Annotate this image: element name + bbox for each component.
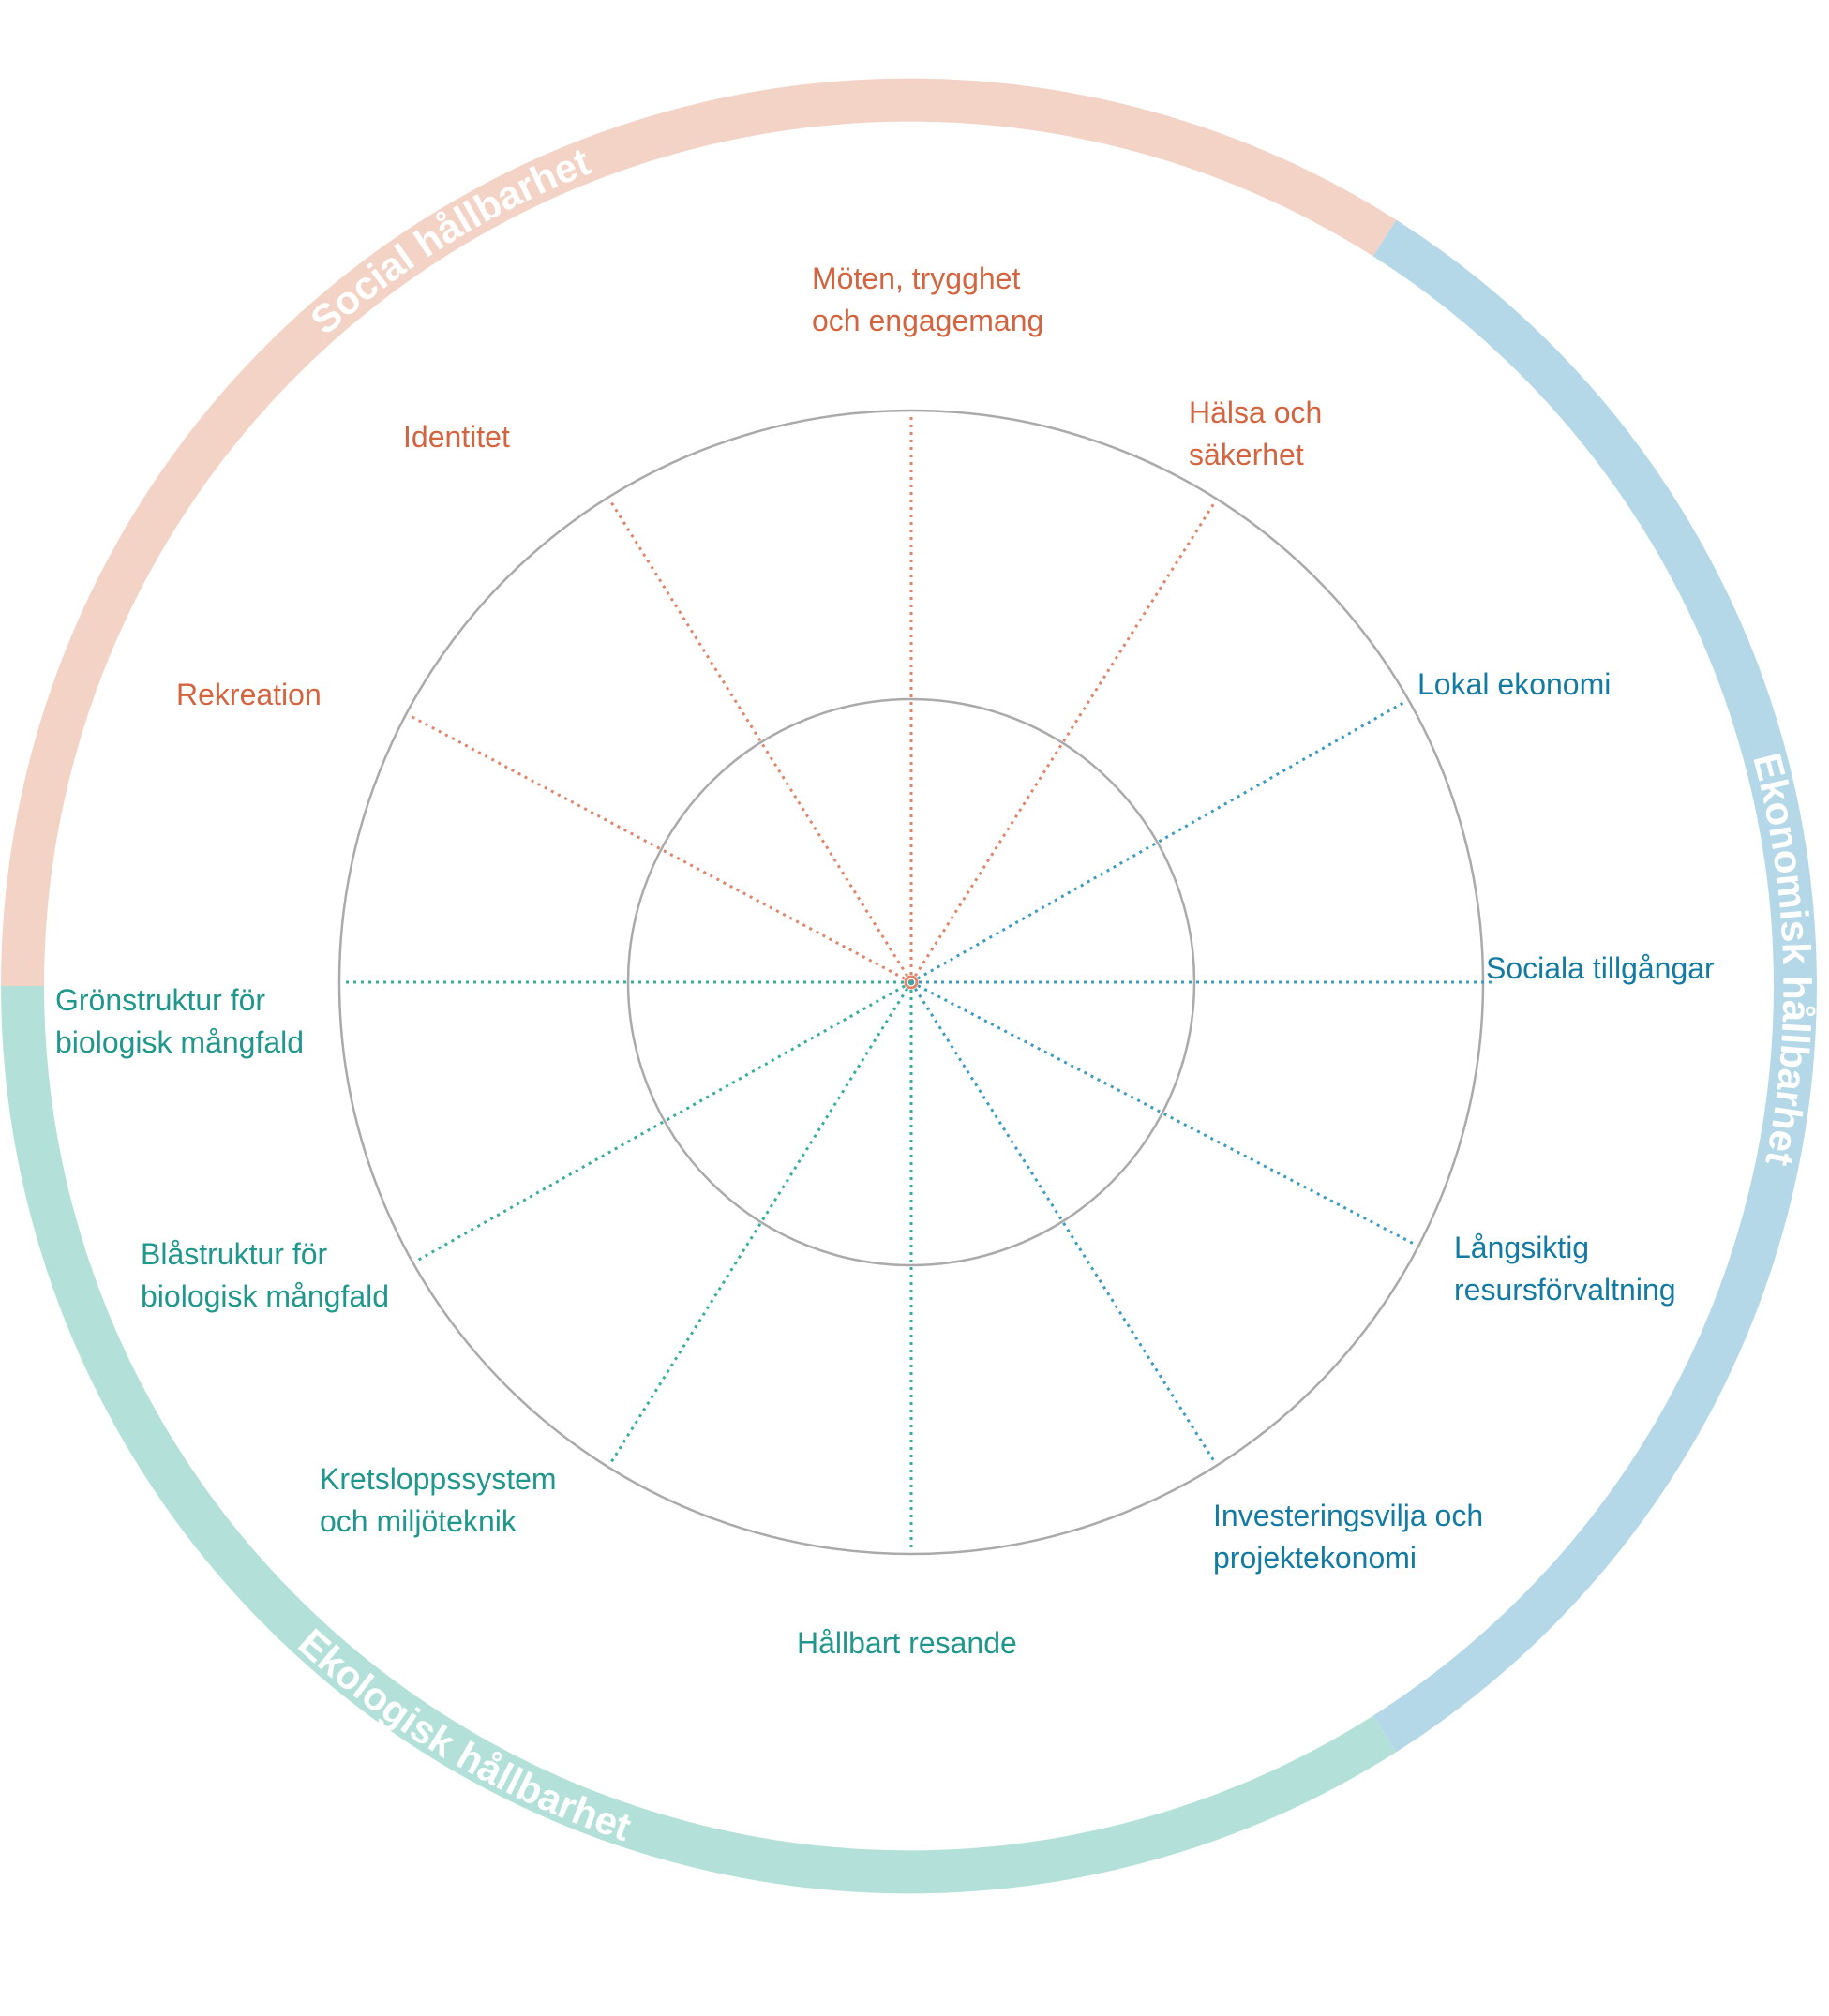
label-line: Kretsloppssystem bbox=[320, 1462, 557, 1496]
label-lokal-ekonomi: Lokal ekonomi bbox=[1417, 667, 1612, 701]
label-halsa-sakerhet: Hälsa och säkerhet bbox=[1189, 392, 1322, 476]
label-hallbart-resande: Hållbart resande bbox=[797, 1626, 1017, 1660]
spokes bbox=[341, 412, 1492, 1552]
label-line: Investeringsvilja och bbox=[1213, 1499, 1484, 1532]
label-line: och engagemang bbox=[812, 304, 1044, 337]
spoke-blastruktur bbox=[413, 980, 912, 1263]
economic-ring-segment bbox=[1372, 219, 1817, 1753]
label-investeringsvilja: Investeringsvilja och projektekonomi bbox=[1213, 1495, 1483, 1579]
label-line: Hälsa och bbox=[1189, 396, 1323, 429]
label-blastruktur: Blåstruktur för biologisk mångfald bbox=[141, 1233, 389, 1318]
label-rekreation: Rekreation bbox=[176, 678, 322, 711]
label-line: Grönstruktur för bbox=[55, 983, 266, 1017]
label-line: Långsiktig bbox=[1454, 1231, 1590, 1264]
spoke-halsa bbox=[909, 500, 1218, 983]
label-line: Blåstruktur för bbox=[141, 1237, 328, 1271]
spoke-rekreation bbox=[407, 713, 912, 984]
label-sociala-tillgangar: Sociala tillgångar bbox=[1486, 951, 1715, 985]
label-line: Möten, trygghet bbox=[812, 261, 1021, 295]
center-hub bbox=[904, 975, 919, 990]
ecological-ring-label: Ekologisk hållbarhet bbox=[291, 1620, 637, 1849]
label-langsiktig-resursforvaltning: Långsiktig resursförvaltning bbox=[1454, 1227, 1676, 1311]
label-kretsloppssystem: Kretsloppssystem och miljöteknik bbox=[320, 1458, 557, 1543]
label-line: resursförvaltning bbox=[1454, 1273, 1676, 1307]
social-ring-label: Social hållbarhet bbox=[302, 139, 595, 342]
ecological-ring-segment bbox=[1, 985, 1397, 1894]
inner-circle bbox=[626, 697, 1196, 1267]
label-moten-trygghet: Möten, trygghet och engagemang bbox=[812, 258, 1043, 342]
label-line: säkerhet bbox=[1189, 438, 1304, 471]
label-identitet: Identitet bbox=[403, 420, 510, 454]
spoke-investering bbox=[909, 981, 1218, 1465]
label-line: projektekonomi bbox=[1213, 1541, 1417, 1575]
spoke-langsiktig bbox=[910, 980, 1417, 1247]
label-line: biologisk mångfald bbox=[141, 1279, 390, 1313]
spoke-lokal-ekonomi bbox=[910, 699, 1408, 984]
label-line: biologisk mångfald bbox=[55, 1025, 305, 1059]
label-gronstruktur: Grönstruktur för biologisk mångfald bbox=[55, 979, 304, 1064]
social-ring-segment bbox=[1, 78, 1397, 987]
spoke-kretslopp bbox=[607, 981, 913, 1467]
label-line: och miljöteknik bbox=[320, 1504, 517, 1538]
spoke-identitet bbox=[607, 498, 913, 983]
